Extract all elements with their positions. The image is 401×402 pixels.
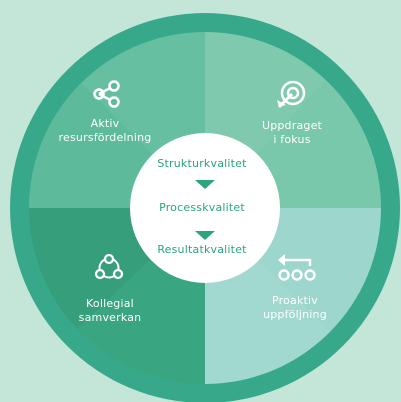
loop-arrow-icon	[278, 254, 316, 281]
center-item-struktur: Strukturkvalitet	[157, 157, 247, 170]
center-item-process: Processkvalitet	[159, 201, 245, 214]
quadrant-label-kollegial: Kollegial samverkan	[78, 297, 142, 324]
quadrant-label-aktiv: Aktiv resursfördelning	[58, 117, 152, 144]
quadrant-label-uppdraget: Uppdraget i fokus	[261, 119, 323, 146]
share-nodes-icon	[93, 80, 120, 108]
center-item-resultat: Resultatkvalitet	[157, 243, 247, 256]
quadrant-label-proaktiv: Proaktiv uppföljning	[263, 294, 327, 321]
down-arrow-icon	[195, 180, 215, 189]
target-icon	[277, 80, 306, 109]
down-arrow-icon	[195, 231, 215, 240]
connected-people-icon	[94, 254, 124, 280]
center-circle	[130, 133, 280, 283]
